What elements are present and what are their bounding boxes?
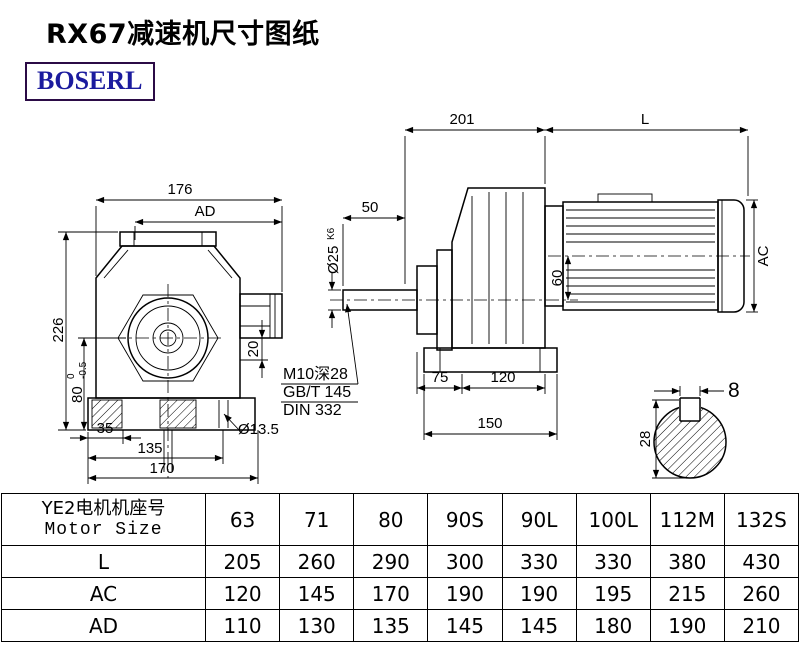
value-cell: 120 [204, 577, 281, 610]
value-cell: 145 [501, 609, 577, 642]
page-title: RX67减速机尺寸图纸 [46, 19, 320, 50]
size-header-63: 63 [204, 493, 281, 546]
center-foot-section [159, 399, 197, 429]
value-cell: 380 [649, 545, 725, 578]
brand-logo: BOSERL [25, 62, 155, 102]
thread-note-label: M10深28 [283, 365, 348, 383]
std-note-1-label: GB/T 145 [283, 384, 351, 401]
dim-l-label: L [641, 111, 649, 128]
value-cell: 170 [353, 577, 429, 610]
value-cell: 210 [723, 609, 800, 642]
table-row-l: L 205 260 290 300 330 330 380 430 [1, 545, 800, 578]
value-cell: 430 [723, 545, 800, 578]
side-view-dimensions: 201 L 50 Ø25 K6 60 [281, 111, 772, 440]
row-label-ad: AD [1, 609, 206, 642]
value-cell: 260 [279, 545, 355, 578]
dim-50-label: 50 [362, 199, 379, 216]
size-header-90s: 90S [427, 493, 503, 546]
value-cell: 260 [723, 577, 800, 610]
dim-shaft-dia-label: Ø25 [325, 246, 342, 274]
motor-size-label-en: Motor Size [44, 519, 163, 540]
row-label-l: L [1, 545, 206, 578]
dim-shaft-fit-label: K6 [326, 227, 337, 240]
size-header-90l: 90L [501, 493, 577, 546]
value-cell: 195 [575, 577, 651, 610]
value-cell: 145 [279, 577, 355, 610]
technical-drawing: 176 AD 226 80 0 -0.5 [50, 111, 772, 484]
motor-dimension-table: YE2电机机座号 Motor Size 63 71 80 90S 90L 100… [1, 493, 800, 642]
value-cell: 130 [279, 609, 355, 642]
row-label-ac: AC [1, 577, 206, 610]
motor-cooling-fins [566, 209, 715, 303]
dim-135-label: 135 [137, 440, 162, 457]
dim-176-label: 176 [167, 181, 192, 198]
dim-20-label: 20 [245, 341, 262, 358]
dim-hole-label: Ø13.5 [238, 421, 279, 438]
value-cell: 190 [649, 609, 725, 642]
front-view: 176 AD 226 80 0 -0.5 [50, 181, 283, 484]
value-cell: 145 [427, 609, 503, 642]
size-header-112m: 112M [649, 493, 725, 546]
table-row-ad: AD 110 130 135 145 145 180 190 210 [1, 609, 800, 642]
value-cell: 330 [575, 545, 651, 578]
value-cell: 215 [649, 577, 725, 610]
value-cell: 180 [575, 609, 651, 642]
value-cell: 300 [427, 545, 503, 578]
dim-120-label: 120 [490, 369, 515, 386]
table-row-ac: AC 120 145 170 190 190 195 215 260 [1, 577, 800, 610]
motor-size-label-cn: YE2电机机座号 [41, 497, 166, 519]
value-cell: 190 [501, 577, 577, 610]
size-header-100l: 100L [575, 493, 651, 546]
value-cell: 330 [501, 545, 577, 578]
size-header-80: 80 [353, 493, 429, 546]
dim-shaft-group: Ø25 K6 [325, 227, 342, 274]
dim-80-group: 80 0 -0.5 [66, 361, 89, 403]
shaft-section-detail: 8 28 [637, 379, 740, 479]
size-header-71: 71 [279, 493, 355, 546]
front-view-dimensions: 176 AD 226 80 0 -0.5 [50, 181, 283, 484]
size-header-132s: 132S [723, 493, 800, 546]
motor-size-header-cell: YE2电机机座号 Motor Size [1, 493, 206, 546]
value-cell: 205 [204, 545, 281, 578]
side-view-outline [330, 187, 750, 373]
dim-80-tol-upper: 0 [66, 373, 77, 379]
dim-ad-label: AD [195, 203, 216, 220]
dim-150-label: 150 [477, 415, 502, 432]
dim-key-width-label: 8 [728, 379, 740, 402]
dim-ac-label: AC [755, 245, 772, 266]
dim-60-label: 60 [549, 270, 566, 287]
dim-35-label: 35 [97, 420, 114, 437]
value-cell: 135 [353, 609, 429, 642]
dim-226-label: 226 [50, 317, 67, 342]
table-header-row: YE2电机机座号 Motor Size 63 71 80 90S 90L 100… [1, 493, 800, 546]
dim-80-tol-lower: -0.5 [78, 361, 89, 379]
side-view: 201 L 50 Ø25 K6 60 [281, 111, 772, 440]
dim-170-label: 170 [149, 460, 174, 477]
dim-201-label: 201 [449, 111, 474, 128]
dim-75-label: 75 [432, 369, 449, 386]
dim-80-label: 80 [69, 386, 86, 403]
left-foot-section [91, 399, 123, 429]
value-cell: 190 [427, 577, 503, 610]
std-note-2-label: DIN 332 [283, 402, 342, 419]
value-cell: 290 [353, 545, 429, 578]
value-cell: 110 [204, 609, 281, 642]
front-view-outline [87, 231, 283, 478]
dim-28-label: 28 [637, 431, 654, 448]
